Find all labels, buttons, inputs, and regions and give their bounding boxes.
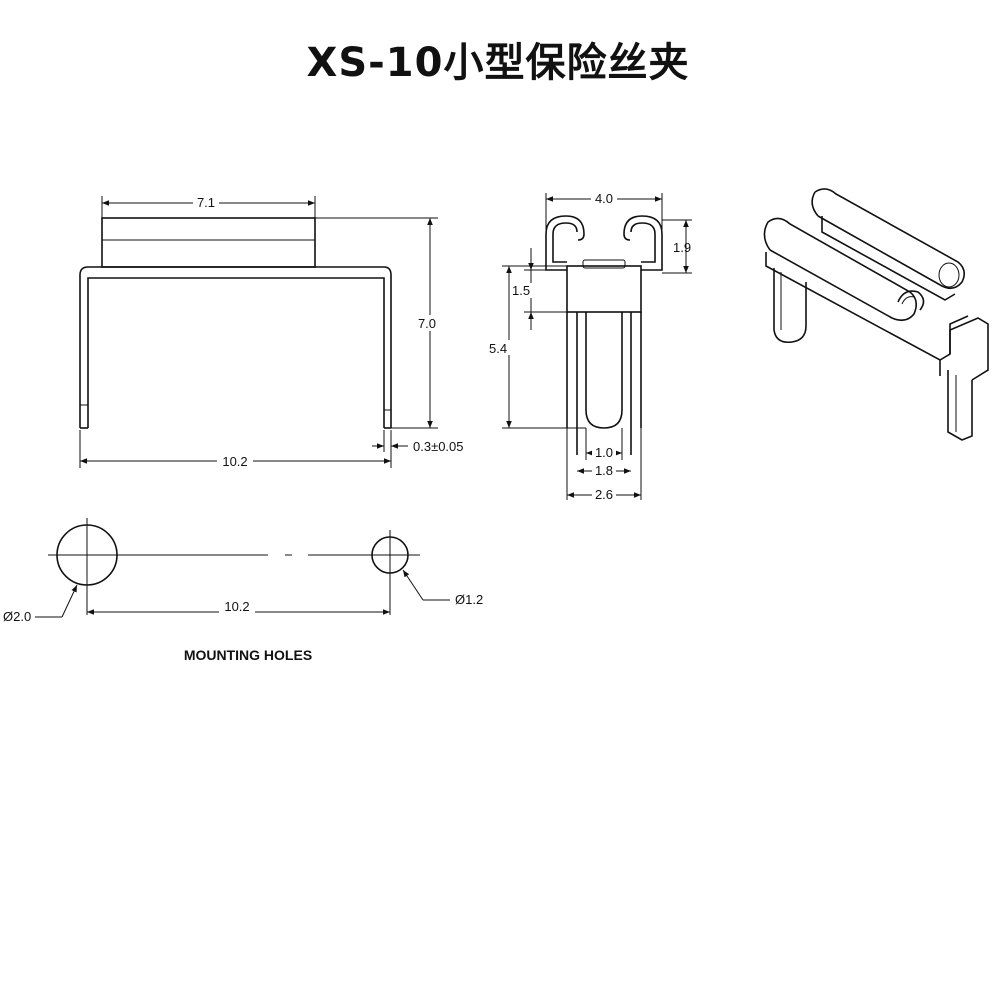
dim-label-thickness: 0.3±0.05	[413, 439, 464, 454]
side-view: 4.0 1.9 1.5 5.4	[488, 191, 692, 502]
dim-label-1-0: 1.0	[595, 445, 613, 460]
dim-bottom-widths: 1.0 1.8 2.6	[566, 428, 642, 502]
dim-label-1-9: 1.9	[673, 240, 691, 255]
dim-10-2-front: 10.2	[79, 430, 392, 469]
dim-4-0: 4.0	[545, 191, 663, 232]
dim-label-10-2-front: 10.2	[222, 454, 247, 469]
dim-7-0: 7.0	[315, 217, 445, 429]
dim-label-10-2-holes: 10.2	[224, 599, 249, 614]
front-bracket	[79, 217, 392, 429]
dim-label-1-5: 1.5	[512, 283, 530, 298]
dim-label-5-4: 5.4	[489, 341, 507, 356]
dim-label-2-6: 2.6	[595, 487, 613, 502]
mounting-holes-caption: MOUNTING HOLES	[184, 647, 312, 663]
page-title: XS-10小型保险丝夹	[306, 40, 690, 86]
dim-label-d2-0: Ø2.0	[3, 609, 31, 624]
dim-label-7-0: 7.0	[418, 316, 436, 331]
dim-label-1-8: 1.8	[595, 463, 613, 478]
dim-label-4-0: 4.0	[595, 191, 613, 206]
side-clip	[545, 215, 663, 455]
dim-1-5: 1.5	[511, 248, 567, 330]
dim-thickness: 0.3±0.05	[372, 430, 464, 454]
front-view: 7.1 7.0 10.2 0.3±0.05	[79, 195, 464, 469]
dim-7-1: 7.1	[101, 195, 316, 218]
isometric-view	[763, 188, 989, 441]
dim-1-9: 1.9	[662, 219, 692, 274]
dim-label-d1-2: Ø1.2	[455, 592, 483, 607]
mounting-holes: 10.2 Ø2.0 Ø1.2 MOUNTING HOLES	[3, 518, 483, 663]
dim-label-7-1: 7.1	[197, 195, 215, 210]
dim-5-4: 5.4	[488, 265, 586, 429]
